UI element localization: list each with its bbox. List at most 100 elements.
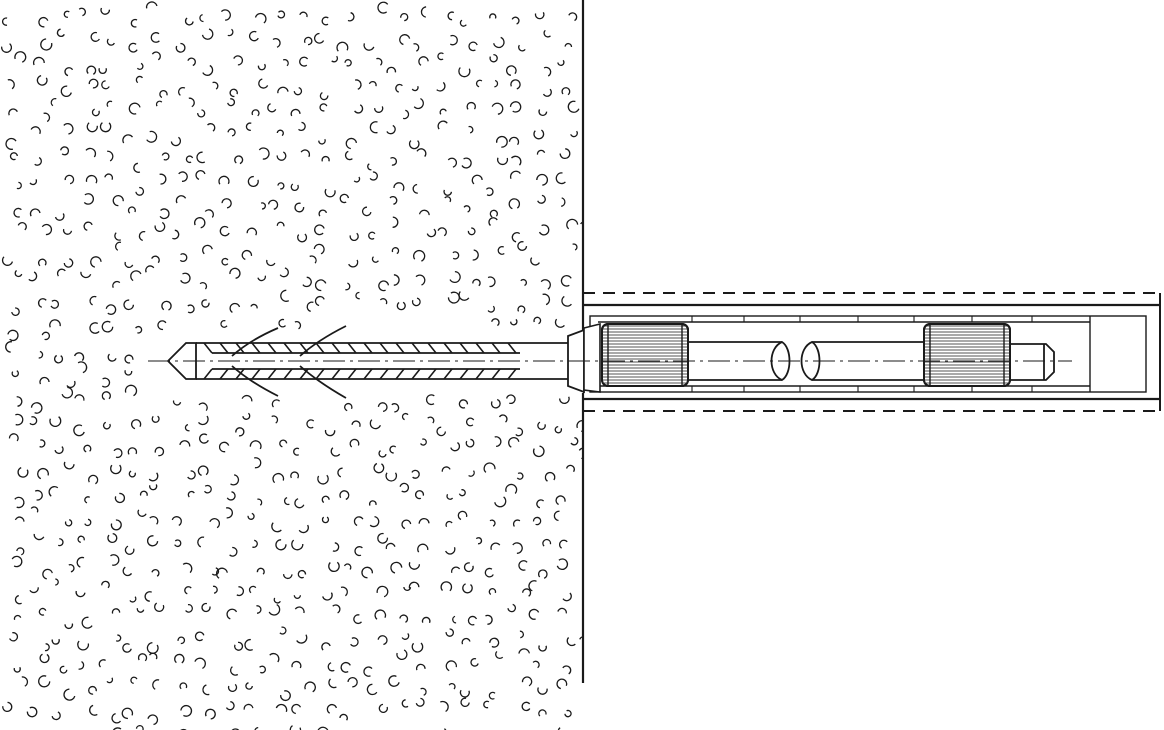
speckle-mark [73,352,85,362]
speckle-mark [483,462,496,473]
speckle-mark [279,439,288,448]
speckle-mark [533,316,542,325]
speckle-mark [101,377,111,388]
plug-wing-bottom-left [231,365,279,397]
speckle-mark [516,472,524,480]
speckle-mark [363,666,373,677]
speckle-mark [254,12,267,24]
speckle-mark [104,173,114,181]
speckle-mark [139,490,148,497]
speckle-mark [219,225,230,237]
speckle-mark [512,519,521,527]
speckle-mark [175,42,186,53]
speckle-mark [101,391,111,401]
speckle-mark [148,652,158,660]
speckle-mark [241,249,253,261]
plug-tooth [251,342,261,380]
speckle-mark [306,301,314,313]
speckle-mark [590,591,597,596]
speckle-mark [363,43,375,51]
speckle-mark [418,56,429,66]
speckle-mark [267,103,277,113]
rod-end-hex-tip [1007,343,1055,381]
connector-washer [583,322,601,393]
speckle-mark [245,682,253,690]
speckle-mark [586,297,594,305]
speckle-mark [230,474,240,486]
speckle-mark [151,51,161,61]
speckle-mark [227,128,236,137]
speckle-mark [298,524,309,534]
speckle-mark [123,299,135,311]
speckle-mark [68,564,75,573]
speckle-mark [556,678,568,690]
speckle-mark [26,706,38,718]
speckle-mark [376,57,383,66]
speckle-mark [415,697,425,707]
speckle-mark [340,586,348,597]
speckle-mark [353,614,363,625]
speckle-mark [570,130,578,138]
speckle-mark [593,44,601,49]
speckle-mark [421,616,431,624]
speckle-mark [425,394,435,406]
speckle-mark [414,490,425,500]
speckle-mark [197,536,205,548]
speckle-mark [458,67,471,78]
speckle-mark [448,683,456,690]
speckle-mark [408,561,421,570]
speckle-mark [133,162,141,173]
speckle-mark [495,650,504,660]
speckle-mark [212,81,219,90]
speckle-mark [566,637,576,647]
speckle-mark [369,121,378,134]
speckle-mark [377,1,389,14]
speckle-mark [131,419,142,430]
speckle-mark [174,539,182,548]
speckle-mark [418,517,430,524]
speckle-mark [368,80,377,87]
speckle-mark [590,535,600,545]
speckle-mark [30,506,39,513]
speckle-mark [179,440,191,447]
speckle-mark [554,318,565,328]
speckle-mark [16,181,22,190]
speckle-mark [489,209,498,218]
speckle-mark [16,396,23,407]
plug-tooth [459,342,469,380]
speckle-mark [321,642,331,651]
speckle-mark [64,67,74,77]
speckle-mark [122,134,134,144]
speckle-mark [543,66,552,77]
speckle-mark [506,65,517,76]
speckle-mark [400,12,409,22]
speckle-mark [14,269,23,278]
speckle-mark [110,554,120,566]
speckle-mark [159,208,170,220]
speckle-mark [562,665,572,675]
speckle-mark [332,604,341,614]
speckle-mark [436,81,446,92]
speckle-mark [34,157,42,166]
speckle-mark [498,414,508,423]
speckle-mark [393,274,400,286]
speckle-mark [293,86,303,96]
speckle-mark [1,256,14,266]
speckle-mark [187,470,196,480]
speckle-mark [195,170,206,181]
speckle-mark [226,608,238,620]
plug-tooth [283,342,293,380]
speckle-mark [75,590,86,598]
speckle-mark [540,279,551,290]
speckle-mark [220,9,231,21]
speckle-mark [198,402,208,412]
speckle-mark [154,602,165,612]
speckle-mark [86,122,98,133]
speckle-mark [489,13,497,19]
speckle-mark [518,648,531,654]
speckle-mark [299,11,308,18]
speckle-mark [83,221,93,231]
speckle-mark [557,59,565,66]
speckle-mark [578,447,583,460]
speckle-mark [467,615,478,626]
